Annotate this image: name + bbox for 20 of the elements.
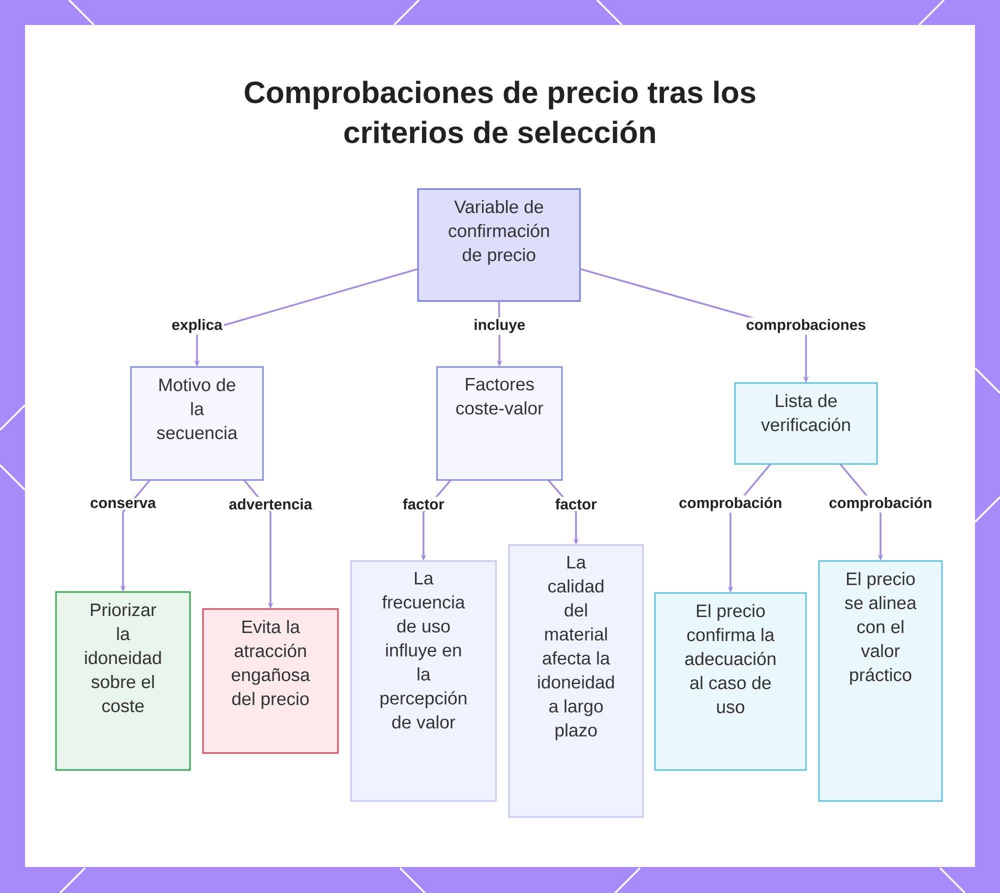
edge-label: conserva: [88, 498, 158, 510]
edge-label: factor: [554, 496, 598, 512]
concept-box: Variable de confirmación de precio: [417, 188, 581, 302]
concept-box: La calidad del material afecta la idoneidad a largo plazo: [508, 544, 644, 818]
concept-box: Motivo de la secuencia: [130, 366, 264, 481]
edge-label: factor: [401, 496, 446, 512]
concept-box: El precio confirma la adecuación al caso de uso: [654, 592, 807, 771]
edge-label: comprobación: [677, 495, 784, 513]
concept-box: Lista de verificación: [734, 382, 878, 465]
title: Comprobaciones de precio tras los criterios de selección: [244, 80, 756, 144]
concept-box: La frecuencia de uso influye en la percepción de valor: [350, 560, 497, 802]
edge-label: explica: [170, 317, 224, 335]
edge-label: incluye: [472, 317, 527, 335]
concept-box: Priorizar la idoneidad sobre el coste: [55, 591, 191, 771]
edge-label: advertencia: [227, 496, 314, 512]
edge-label: comprobación: [827, 495, 934, 513]
edge-label: comprobaciones: [744, 317, 868, 335]
concept-box: Evita la atracción engañosa del precio: [202, 608, 339, 754]
concept-box: Factores coste-valor: [436, 366, 563, 481]
concept-box: El precio se alinea con el valor práctico: [818, 560, 943, 802]
